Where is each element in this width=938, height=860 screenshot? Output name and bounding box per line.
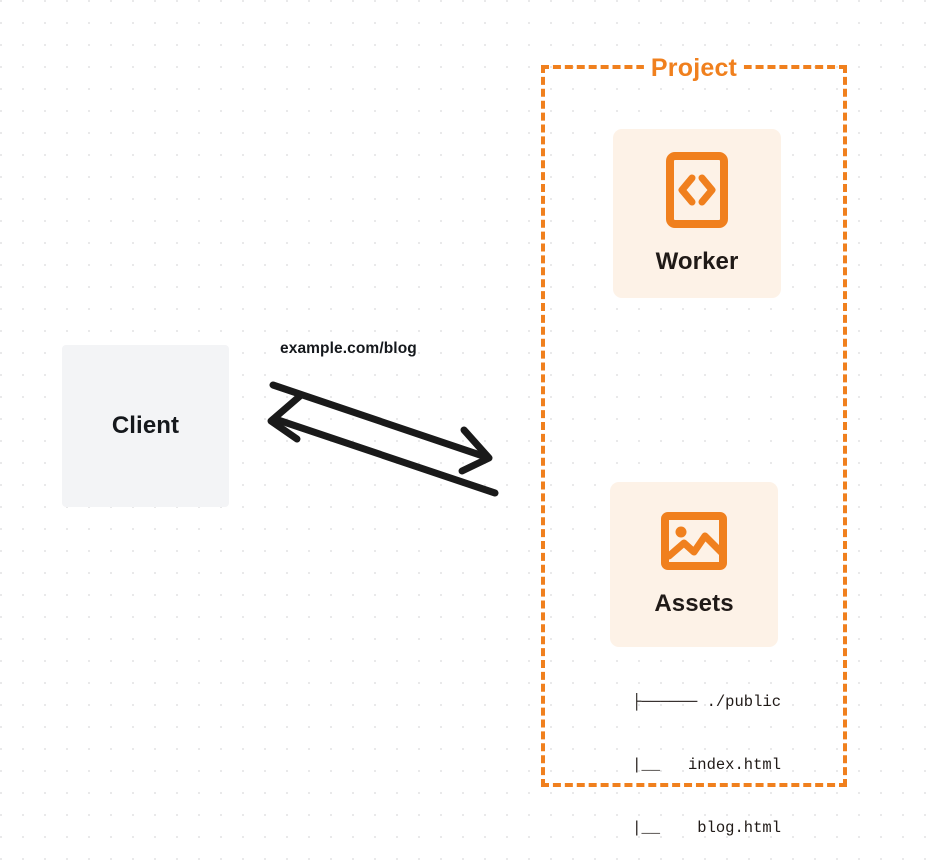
request-url-label: example.com/blog <box>280 340 417 357</box>
worker-title: Worker <box>655 247 739 275</box>
assets-node[interactable]: Assets <box>610 482 778 647</box>
code-brackets-document-icon <box>666 151 728 228</box>
image-picture-icon <box>661 511 727 570</box>
project-label: Project <box>643 53 745 83</box>
worker-node[interactable]: Worker <box>613 129 781 298</box>
arrow-project-to-client <box>267 392 499 497</box>
tree-line-index-html: |__ index.html <box>576 756 781 774</box>
client-node: Client <box>62 345 229 507</box>
tree-line-public: ├────── ./public <box>632 693 781 711</box>
arrow-client-to-project <box>269 381 493 475</box>
assets-file-tree: ├────── ./public |__ index.html |__ blog… <box>560 650 781 860</box>
project-container: Project <box>541 53 847 787</box>
tree-line-blog-html: |__ blog.html <box>576 819 781 837</box>
client-label: Client <box>111 412 180 439</box>
assets-title: Assets <box>654 589 734 617</box>
